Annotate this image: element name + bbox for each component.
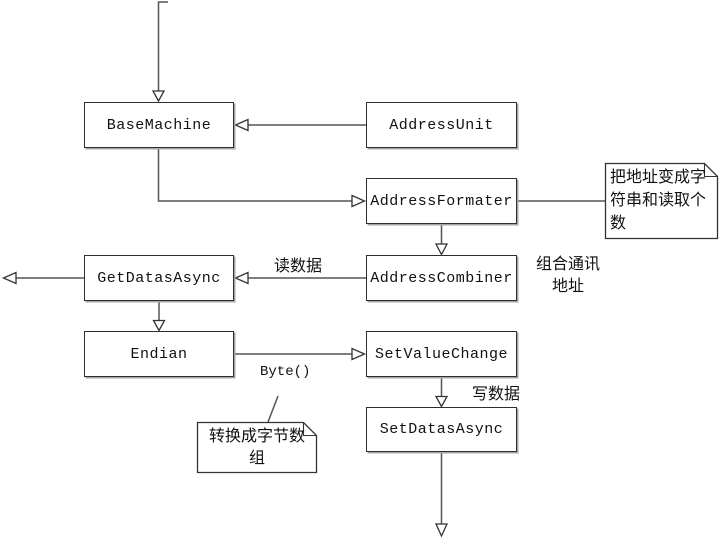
node-getdatasasync: GetDatasAsync (84, 255, 234, 301)
node-addressformater: AddressFormater (366, 178, 517, 224)
note-byte-connector (267, 395, 279, 423)
node-endian: Endian (84, 331, 234, 377)
edge-getdatasasync-to-endian (152, 301, 166, 332)
edge-endian-to-setvaluechange (234, 347, 367, 361)
node-basemachine: BaseMachine (84, 102, 234, 148)
edge-addressformater-to-addresscombiner (434, 224, 449, 256)
node-setvaluechange-label: SetValueChange (374, 345, 509, 363)
node-basemachine-label: BaseMachine (106, 116, 212, 134)
note-byte-shape (196, 395, 318, 474)
edge-label-write-data: 写数据 (472, 386, 521, 403)
edge-setvaluechange-to-setdatasasync (434, 377, 449, 408)
edge-label-byte: Byte() (260, 364, 311, 380)
node-setdatasasync: SetDatasAsync (366, 407, 517, 452)
node-addressformater-label: AddressFormater (370, 192, 513, 210)
node-setdatasasync-label: SetDatasAsync (379, 421, 504, 438)
note-convert-bytes-text: 转换成字节数 组 (208, 428, 305, 467)
edge-basemachine-to-addressformater (157, 148, 367, 208)
note-format-address-text: 把地址变成字 符串和读取个 数 (610, 169, 707, 232)
node-addresscombiner-label: AddressCombiner (370, 269, 513, 287)
node-addresscombiner: AddressCombiner (366, 255, 517, 301)
edge-top-into-basemachine (151, 1, 168, 103)
edge-label-read-data: 读数据 (274, 258, 323, 275)
node-getdatasasync-label: GetDatasAsync (97, 269, 221, 287)
edge-setdatasasync-exit-bottom (434, 452, 449, 538)
edge-addressunit-to-basemachine (233, 118, 366, 132)
node-setvaluechange: SetValueChange (366, 331, 517, 377)
node-addressunit: AddressUnit (366, 102, 517, 148)
edge-addresscombiner-to-getdatasasync (233, 271, 366, 285)
edge-label-combine-address: 组合通讯 地址 (535, 256, 600, 295)
edge-getdatasasync-exit-left (1, 271, 84, 285)
node-addressunit-label: AddressUnit (389, 116, 494, 134)
node-endian-label: Endian (130, 345, 188, 363)
note-format-shape (604, 162, 719, 240)
